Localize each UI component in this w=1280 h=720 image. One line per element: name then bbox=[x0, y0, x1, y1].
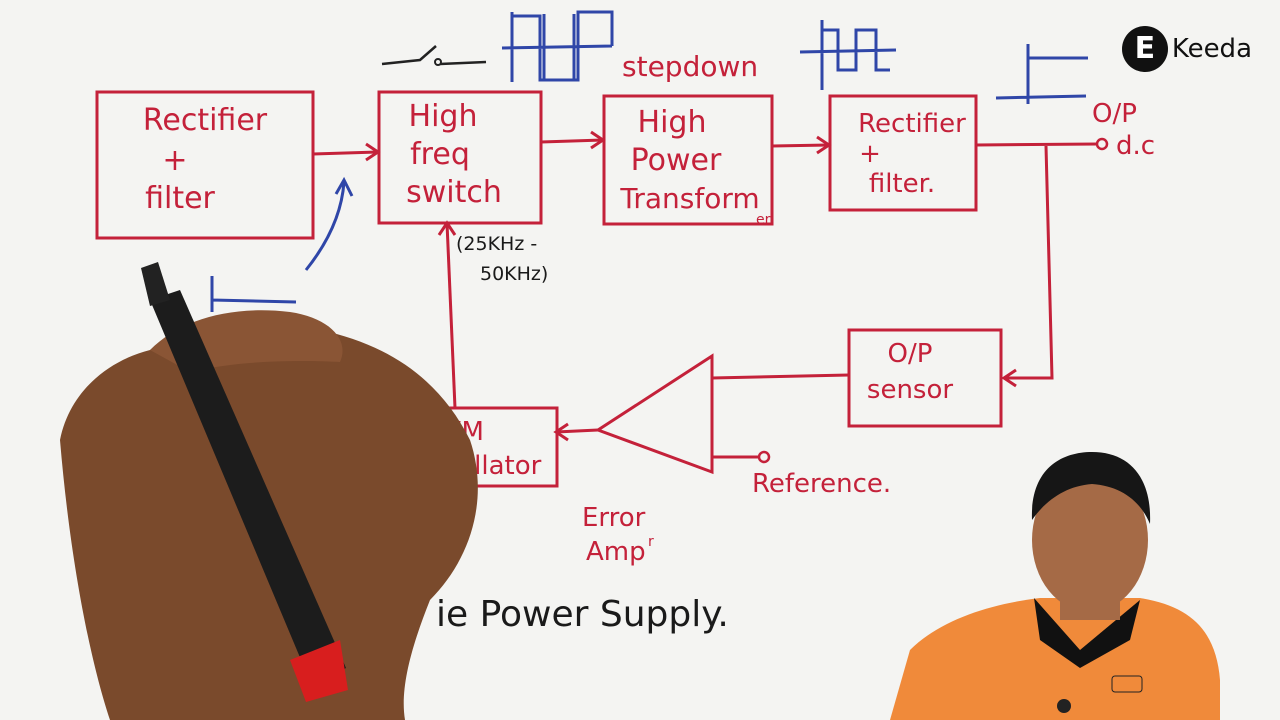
block-high-power-transformer: High Power Transform er bbox=[602, 94, 774, 228]
dc-output-sketch bbox=[995, 44, 1088, 104]
block-label-suffix: er bbox=[756, 212, 771, 228]
block-op-sensor: O/P sensor bbox=[847, 328, 1003, 428]
frequency-range-label: 50KHz) bbox=[480, 263, 548, 285]
pwm-to-switch-line bbox=[445, 222, 457, 409]
block-label: filter bbox=[145, 181, 215, 216]
presenter bbox=[890, 452, 1220, 720]
reference-terminal bbox=[757, 450, 771, 464]
diagram-labels: stepdown (25KHz - 50KHz) O/P d.c Referen… bbox=[436, 50, 1155, 635]
presenter-hair bbox=[1031, 452, 1151, 524]
block-label: freq bbox=[410, 137, 470, 172]
frequency-range-label: (25KHz - bbox=[456, 233, 537, 255]
feedback-line bbox=[1004, 145, 1054, 380]
blue-arrow bbox=[304, 176, 354, 271]
logo-text: Keeda bbox=[1171, 34, 1252, 64]
block-label: Rectifier bbox=[858, 109, 966, 139]
presenter-hand bbox=[60, 262, 478, 720]
output-line bbox=[975, 142, 1099, 147]
block-label: High bbox=[409, 99, 478, 134]
block-rectifier-filter-input: Rectifier + filter bbox=[95, 90, 315, 240]
block-label: switch bbox=[406, 175, 502, 210]
output-terminal bbox=[1095, 137, 1109, 151]
reference-label: Reference. bbox=[752, 469, 891, 499]
switch-symbol bbox=[381, 45, 437, 66]
diagram-title: ie Power Supply. bbox=[436, 594, 729, 635]
block-label: O/P bbox=[888, 339, 933, 369]
arrow-switch-to-transformer bbox=[540, 138, 604, 144]
arrow-transformer-to-rectifier bbox=[771, 143, 830, 148]
error-amplifier-symbol bbox=[594, 353, 714, 475]
square-wave-high-freq bbox=[501, 10, 614, 82]
block-label: + bbox=[162, 143, 187, 178]
presenter-face bbox=[1032, 468, 1148, 612]
dc-input-sketch bbox=[210, 276, 297, 312]
block-label: filter. bbox=[869, 169, 935, 199]
block-rectifier-filter-output: Rectifier + filter. bbox=[828, 94, 978, 212]
lapel-microphone bbox=[1057, 699, 1071, 713]
signal-arrows bbox=[312, 130, 1109, 464]
marker-body bbox=[150, 290, 346, 686]
logo-mark: E bbox=[1121, 26, 1168, 72]
block-label: Rectifier bbox=[143, 103, 268, 138]
waveform-sketches bbox=[210, 10, 1088, 312]
block-label: High bbox=[638, 105, 707, 140]
ekeeda-logo: E Keeda bbox=[1121, 26, 1252, 72]
sensor-to-amp-line bbox=[711, 373, 850, 380]
error-amp-superscript: r bbox=[648, 534, 654, 550]
presenter-shirt bbox=[890, 598, 1220, 720]
step-down-label: stepdown bbox=[622, 50, 758, 83]
output-label: O/P bbox=[1092, 99, 1137, 129]
block-label: + bbox=[859, 139, 881, 169]
square-wave-stepped-down bbox=[799, 20, 897, 90]
output-label: d.c bbox=[1116, 131, 1155, 161]
block-label: Power bbox=[631, 143, 722, 178]
block-label: sensor bbox=[867, 375, 953, 405]
amp-to-pwm-line bbox=[555, 428, 599, 434]
error-amp-label: Amp bbox=[586, 537, 646, 567]
marker-cap bbox=[290, 640, 348, 702]
error-amp-label: Error bbox=[582, 503, 646, 533]
block-label: Transform bbox=[619, 182, 759, 215]
arrow-rectifier-to-switch bbox=[312, 150, 379, 156]
block-high-freq-switch: High freq switch bbox=[377, 90, 543, 225]
